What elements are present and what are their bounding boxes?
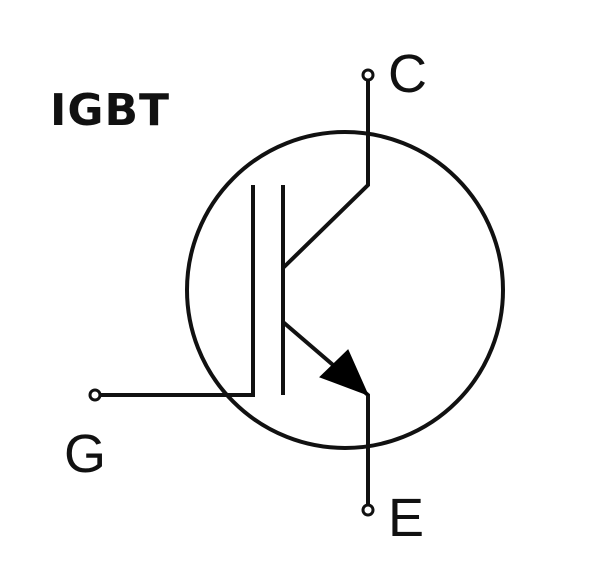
collector-lead [281, 75, 370, 270]
gate-label: G [64, 424, 106, 484]
emitter-lead [281, 320, 370, 508]
gate-terminal-dot [88, 388, 102, 402]
emitter-arrow-icon [319, 349, 369, 396]
emitter-terminal-dot [361, 503, 375, 517]
diagram-title: IGBT [50, 85, 170, 136]
collector-label: C [388, 44, 427, 104]
collector-terminal-dot [361, 68, 375, 82]
gate-lead [98, 185, 255, 397]
device-body-circle [185, 130, 505, 450]
emitter-label: E [388, 488, 424, 548]
